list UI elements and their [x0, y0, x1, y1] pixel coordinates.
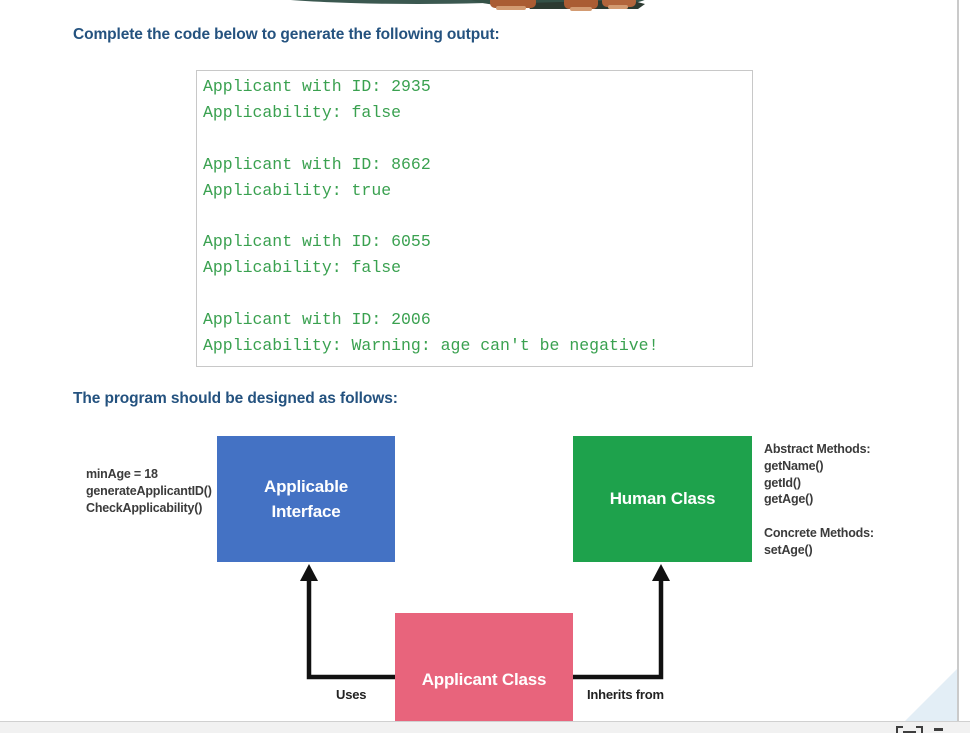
uses-arrow [300, 564, 395, 680]
page-right-border [957, 0, 959, 721]
uses-arrow-label: Uses [336, 687, 367, 702]
partial-toolbar-icon[interactable] [896, 726, 903, 733]
bottom-bar [0, 721, 970, 733]
task-heading: Complete the code below to generate the … [73, 26, 500, 43]
inherits-arrow-label: Inherits from [587, 687, 664, 702]
partial-toolbar-icon[interactable] [903, 731, 916, 733]
interface-members-list: minAge = 18 generateApplicantID() CheckA… [86, 467, 212, 515]
hands-pen-illustration-icon [290, 0, 645, 11]
inherits-arrow [573, 564, 670, 680]
human-members-list: Abstract Methods: getName() getId() getA… [764, 442, 874, 557]
design-heading: The program should be designed as follow… [73, 390, 398, 407]
human-class-box: Human Class [573, 436, 752, 562]
partial-minimize-icon[interactable] [934, 728, 943, 731]
program-output-box: Applicant with ID: 2935 Applicability: f… [196, 70, 753, 367]
applicant-class-box: Applicant Class [395, 613, 573, 722]
page-corner-fold-icon [905, 669, 957, 721]
applicable-interface-box: Applicable Interface [217, 436, 395, 562]
partial-toolbar-icon[interactable] [916, 726, 923, 733]
